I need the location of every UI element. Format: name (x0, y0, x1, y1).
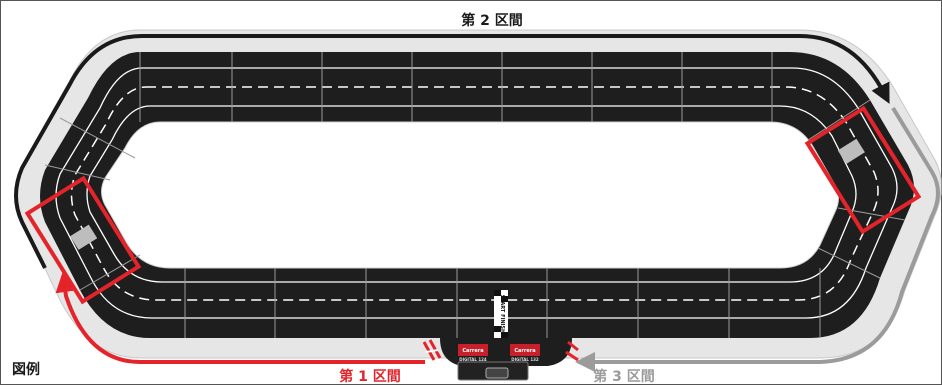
lane-label-left: DIGITAL 124 (459, 357, 487, 362)
control-unit: Carrera Carrera DIGITAL 124 DIGITAL 132 (422, 338, 579, 381)
track-segment-joints (44, 52, 906, 338)
section-3-route (575, 106, 940, 372)
track-infield (101, 121, 839, 269)
start-finish-line: START FINISH (494, 290, 508, 338)
highlight-left-section (24, 175, 142, 305)
legend-label: 図例 (12, 361, 40, 378)
brand-logo-right: Carrera (514, 348, 535, 354)
section-2-route (14, 34, 890, 269)
start-finish-label: START FINISH (499, 295, 505, 333)
section-3-label: 第 3 区間 (593, 368, 655, 385)
section-1-label: 第 1 区間 (339, 368, 401, 385)
track-centerline (70, 86, 879, 301)
section-2-label: 第 2 区間 (461, 12, 523, 29)
brand-logo-left: Carrera (462, 348, 483, 354)
track-asphalt (40, 52, 914, 338)
highlight-right-section (804, 105, 922, 235)
section-1-route (55, 272, 425, 364)
lane-label-right: DIGITAL 132 (511, 357, 539, 362)
